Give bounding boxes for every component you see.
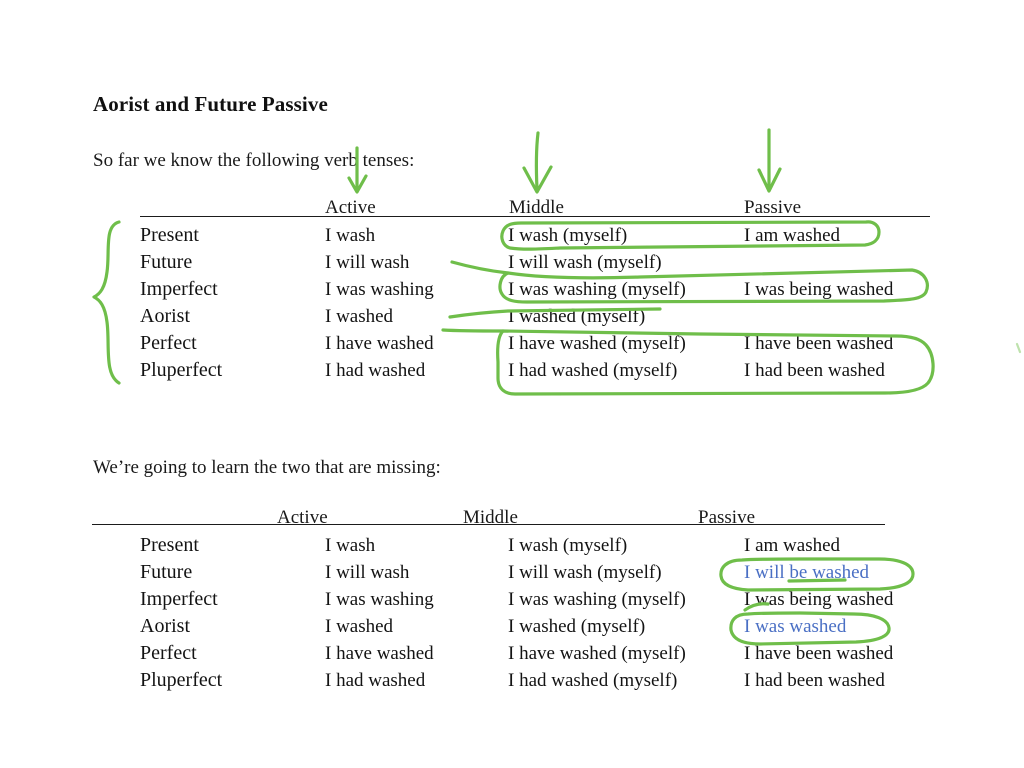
down-arrow-icon bbox=[757, 128, 782, 193]
table-cell-passive-highlighted: I was washed bbox=[744, 616, 847, 637]
table-cell-middle: I was washing (myself) bbox=[508, 589, 686, 610]
table-cell-active: I had washed bbox=[325, 670, 426, 691]
table-cell-passive: I have been washed bbox=[744, 643, 894, 664]
intro-text-one: So far we know the following verb tenses… bbox=[93, 150, 415, 171]
table-cell-middle: I have washed (myself) bbox=[508, 333, 686, 354]
column-header-middle: Middle bbox=[463, 507, 518, 528]
table-cell-active: I will wash bbox=[325, 562, 410, 583]
column-header-active: Active bbox=[277, 507, 328, 528]
table-cell-passive: I had been washed bbox=[744, 360, 885, 381]
table-cell-middle: I was washing (myself) bbox=[508, 279, 686, 300]
table-cell-passive: I am washed bbox=[744, 225, 841, 246]
table-row-tense: Perfect bbox=[140, 332, 197, 354]
table-cell-active: I have washed bbox=[325, 333, 434, 354]
table-row-tense: Imperfect bbox=[140, 278, 218, 300]
table-cell-active: I will wash bbox=[325, 252, 410, 273]
table-cell-middle: I will wash (myself) bbox=[508, 562, 662, 583]
column-header-middle: Middle bbox=[509, 197, 564, 218]
down-arrow-icon bbox=[522, 131, 553, 194]
table-row-tense: Aorist bbox=[140, 305, 190, 327]
table-row-tense: Perfect bbox=[140, 642, 197, 664]
table-row-tense: Present bbox=[140, 224, 199, 246]
column-header-passive: Passive bbox=[744, 197, 801, 218]
table-header-rule bbox=[92, 524, 885, 525]
intro-text-two: We’re going to learn the two that are mi… bbox=[93, 457, 441, 478]
table-cell-active: I wash bbox=[325, 535, 376, 556]
table-cell-middle: I had washed (myself) bbox=[508, 360, 678, 381]
table-cell-active: I wash bbox=[325, 225, 376, 246]
table-cell-active: I washed bbox=[325, 616, 394, 637]
table-cell-passive: I was being washed bbox=[744, 279, 894, 300]
table-cell-middle: I have washed (myself) bbox=[508, 643, 686, 664]
table-row-tense: Future bbox=[140, 251, 193, 273]
table-cell-passive: I was being washed bbox=[744, 589, 894, 610]
table-row-tense: Aorist bbox=[140, 615, 190, 637]
table-cell-passive: I have been washed bbox=[744, 333, 894, 354]
table-cell-active: I had washed bbox=[325, 360, 426, 381]
table-row-tense: Imperfect bbox=[140, 588, 218, 610]
table-cell-middle: I will wash (myself) bbox=[508, 252, 662, 273]
page-title: Aorist and Future Passive bbox=[93, 92, 328, 116]
stray-ink-mark bbox=[1015, 342, 1022, 354]
table-cell-middle: I washed (myself) bbox=[508, 306, 646, 327]
table-cell-active: I have washed bbox=[325, 643, 434, 664]
table-cell-active: I was washing bbox=[325, 589, 434, 610]
curly-brace-icon bbox=[92, 220, 121, 385]
table-cell-middle: I washed (myself) bbox=[508, 616, 646, 637]
table-cell-middle: I wash (myself) bbox=[508, 225, 628, 246]
table-cell-active: I was washing bbox=[325, 279, 434, 300]
column-header-passive: Passive bbox=[698, 507, 755, 528]
table-row-tense: Present bbox=[140, 534, 199, 556]
table-header-rule bbox=[140, 216, 930, 217]
table-cell-passive: I had been washed bbox=[744, 670, 885, 691]
table-cell-middle: I wash (myself) bbox=[508, 535, 628, 556]
table-row-tense: Future bbox=[140, 561, 193, 583]
table-row-tense: Pluperfect bbox=[140, 359, 223, 381]
column-header-active: Active bbox=[325, 197, 376, 218]
table-cell-passive: I am washed bbox=[744, 535, 841, 556]
table-cell-active: I washed bbox=[325, 306, 394, 327]
table-cell-middle: I had washed (myself) bbox=[508, 670, 678, 691]
table-row-tense: Pluperfect bbox=[140, 669, 223, 691]
table-cell-passive-highlighted: I will be washed bbox=[744, 562, 870, 583]
